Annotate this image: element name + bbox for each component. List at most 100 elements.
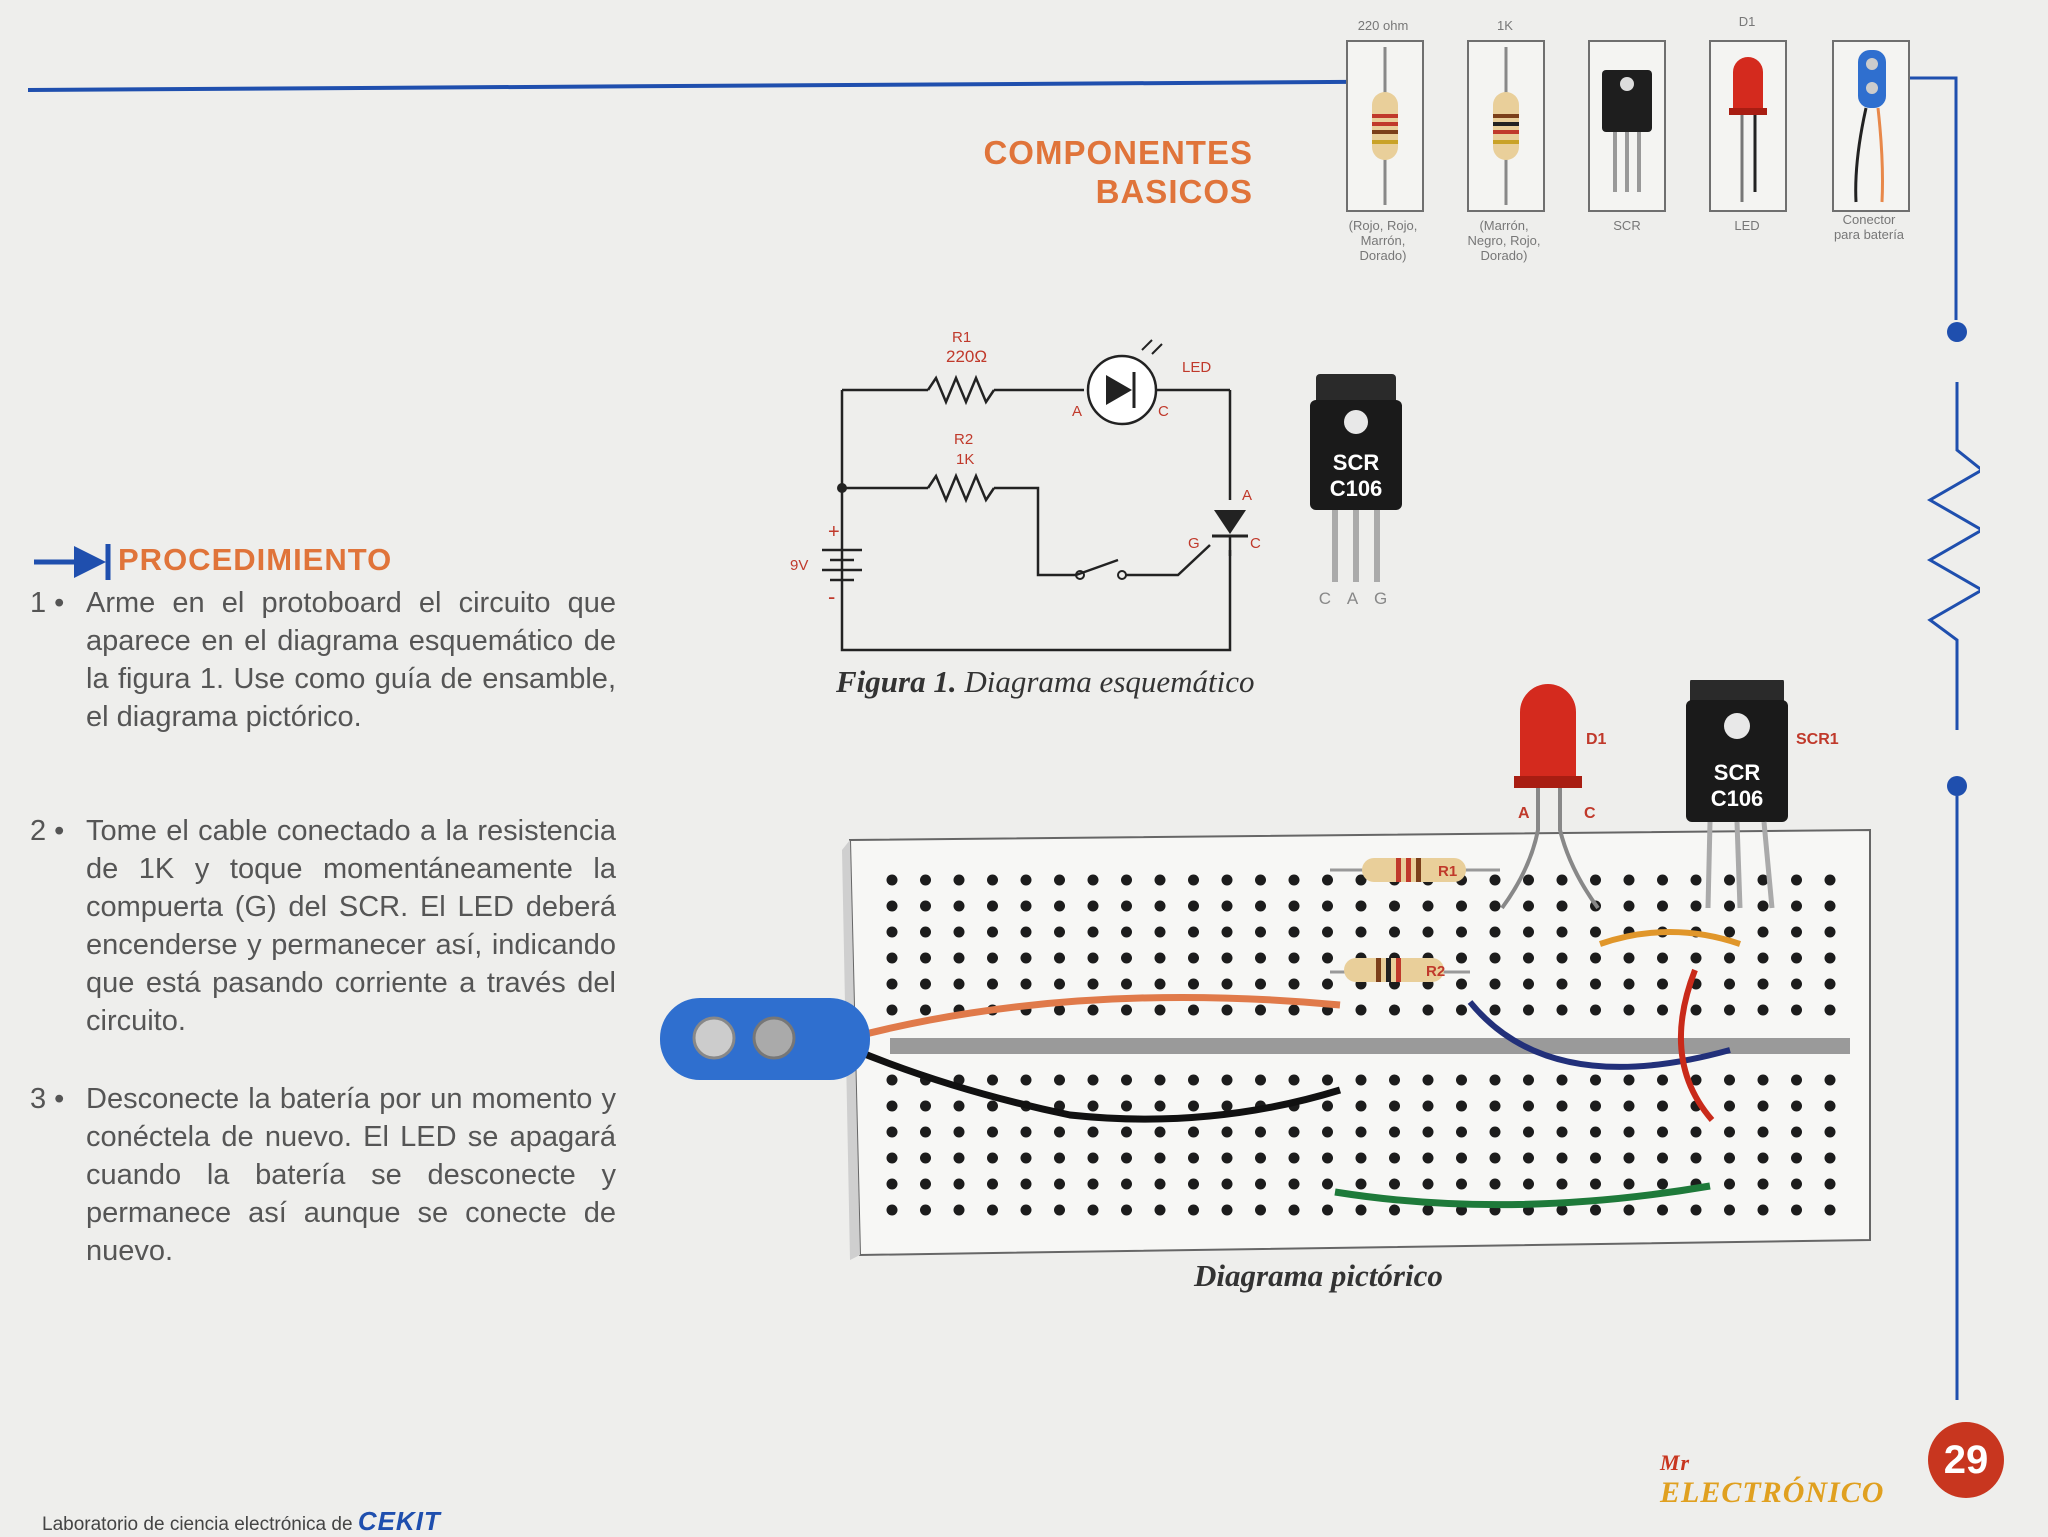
r2-name: R2 [954,431,973,448]
breadboard-hole [1657,900,1668,912]
r1-label: R1 [1438,863,1457,880]
breadboard-hole [1054,900,1065,912]
breadboard-hole [1154,926,1166,938]
led-icon [1729,57,1767,202]
breadboard-hole [1690,1004,1702,1016]
component-top-label: D1 [1738,14,1756,29]
breadboard-hole [1389,1100,1400,1112]
breadboard-hole [1456,1074,1467,1086]
breadboard-hole [1791,952,1802,964]
breadboard-hole [1020,1074,1032,1086]
breadboard-hole [920,952,931,964]
breadboard-hole [1422,900,1434,912]
logo-line1: Mr [1660,1450,1691,1475]
breadboard-hole [1121,1152,1132,1164]
breadboard-hole [1288,952,1300,964]
breadboard-hole [1121,978,1132,990]
breadboard-hole [1556,1100,1568,1112]
breadboard-hole [1221,1152,1233,1164]
breadboard-hole [1221,1204,1233,1216]
caption-line: Dorado) [1359,248,1407,263]
component-caption: Conector para batería [1814,212,1924,242]
breadboard-hole [1255,926,1266,938]
breadboard-hole [1657,1100,1668,1112]
breadboard-hole [1757,1074,1769,1086]
breadboard-hole [1556,978,1568,990]
breadboard-hole [1489,1126,1501,1138]
led-cathode-label: C [1158,403,1169,420]
breadboard-holes [886,874,1836,1216]
breadboard-hole [953,874,965,886]
breadboard-hole [1020,1126,1032,1138]
breadboard-hole [1556,874,1568,886]
resistor-r2 [1344,958,1444,982]
component-led [1709,40,1787,212]
breadboard-hole [1154,1178,1166,1190]
breadboard-hole [1590,1178,1601,1190]
breadboard-hole [1322,978,1333,990]
breadboard-hole [1824,1178,1836,1190]
breadboard-hole [987,1100,998,1112]
breadboard-hole [1121,926,1132,938]
breadboard-hole [953,1204,965,1216]
breadboard-hole [1154,1126,1166,1138]
breadboard-hole [1389,926,1400,938]
component-scr [1588,40,1666,212]
battery-symbol [822,548,862,582]
breadboard-hole [1456,1152,1467,1164]
scr-symbol [1214,510,1246,534]
r2-label: R2 [1426,963,1445,980]
breadboard-hole [987,1178,998,1190]
breadboard-hole [1757,926,1769,938]
breadboard-hole [1724,1126,1735,1138]
component-caption: (Rojo, Rojo, Marrón, Dorado) [1328,218,1438,263]
procedure-title: PROCEDIMIENTO [118,542,393,577]
breadboard-hole [1523,952,1534,964]
breadboard-hole [1623,874,1635,886]
breadboard-hole [1221,1004,1233,1016]
breadboard-hole [987,1126,998,1138]
r2-value: 1K [956,451,974,468]
breadboard-hole [1355,1126,1367,1138]
breadboard-hole [1221,926,1233,938]
procedure-step: 2 • Tome el cable conectado a la resiste… [30,812,616,1042]
breadboard-hole [1188,1074,1199,1086]
scr-package-illustration: SCR C106 C A G [1310,374,1402,608]
breadboard-hole [1724,1074,1735,1086]
breadboard-hole [1590,1126,1601,1138]
breadboard-hole [1724,952,1735,964]
breadboard-hole [1690,900,1702,912]
breadboard-hole [1489,1100,1501,1112]
breadboard-hole [1556,900,1568,912]
breadboard-hole [1757,978,1769,990]
breadboard-hole [1288,978,1300,990]
breadboard-hole [920,1126,931,1138]
breadboard-hole [953,926,965,938]
breadboard-hole [1556,1074,1568,1086]
battery-connector-icon [1854,50,1886,203]
caption-line: para batería [1833,227,1905,242]
breadboard-hole [1188,978,1199,990]
breadboard-hole [1824,978,1836,990]
breadboard-hole [1690,1074,1702,1086]
breadboard-hole [1489,1074,1501,1086]
breadboard-hole [1824,1204,1836,1216]
breadboard-hole [1188,900,1199,912]
breadboard-hole [1623,1152,1635,1164]
breadboard-hole [1121,952,1132,964]
breadboard-hole [1523,1178,1534,1190]
breadboard-hole [987,1204,998,1216]
breadboard-hole [1824,1100,1836,1112]
breadboard-hole [1054,1204,1065,1216]
r1-value: 220Ω [946,347,987,366]
caption-line: (Rojo, Rojo, [1348,218,1418,233]
breadboard-hole [886,978,898,990]
components-title-line2: BASICOS [1095,173,1253,210]
breadboard-hole [1288,926,1300,938]
component-resistor-220 [1346,40,1424,212]
breadboard-hole [920,874,931,886]
breadboard-hole [1087,1100,1099,1112]
breadboard-hole [1422,1100,1434,1112]
breadboard-hole [1556,1126,1568,1138]
breadboard-hole [1389,1204,1400,1216]
